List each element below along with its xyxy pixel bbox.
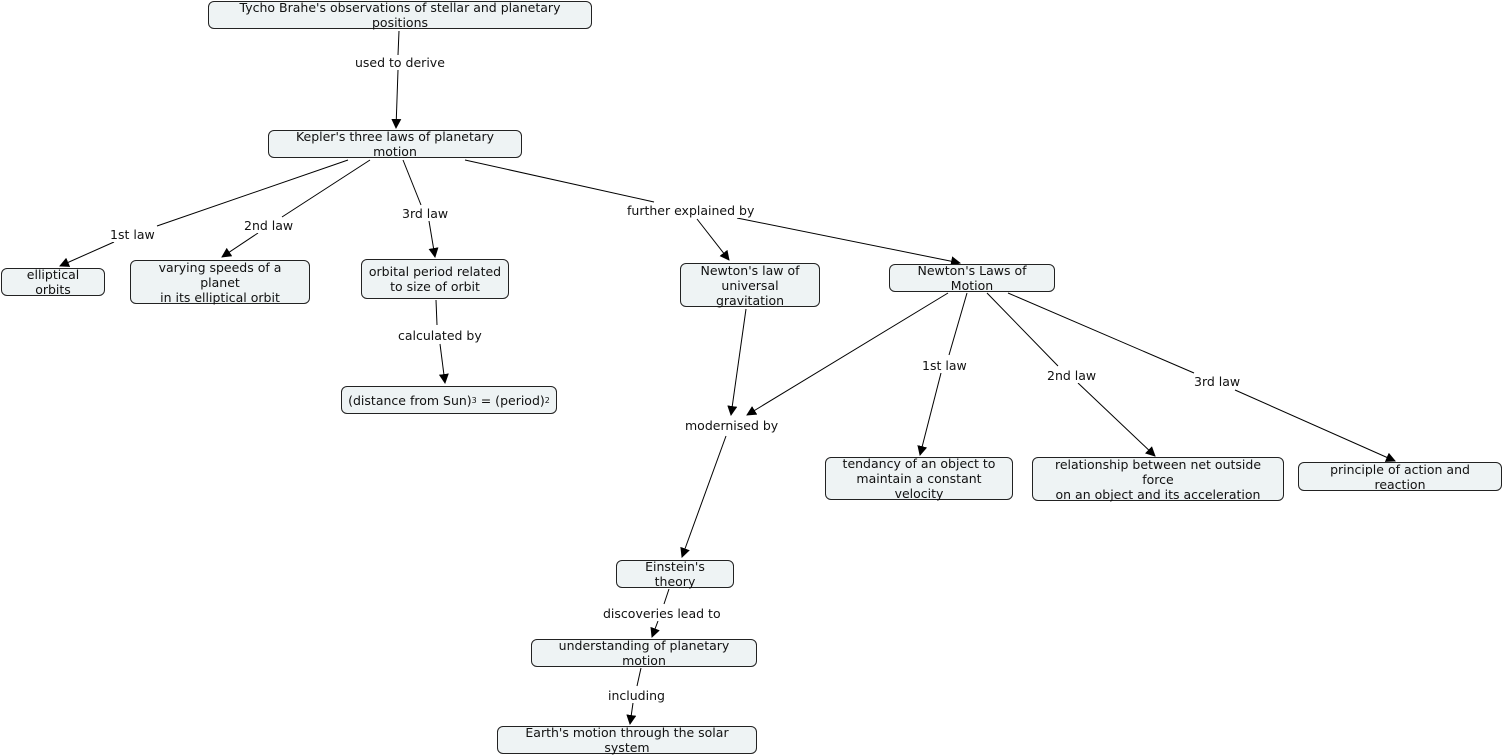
link-including: including [606,688,667,703]
edge-2nd-speeds [221,232,259,258]
link-used-to-derive: used to derive [353,55,447,70]
node-tendency-constant-velocity[interactable]: tendancy of an object to maintain a cons… [825,456,1013,501]
link-further-explained-by: further explained by [625,203,757,218]
edge-period-calculated [435,299,438,326]
edge-3rd-period [428,220,439,258]
edge-motion-1st [948,292,968,356]
edge-calculated-formula [438,343,449,384]
node-tycho-observations[interactable]: Tycho Brahe's observations of stellar an… [208,0,592,30]
node-elliptical-orbits[interactable]: elliptical orbits [1,267,105,297]
formula-distance-text: (distance from Sun) [348,392,472,408]
edge-modernised-einstein [680,435,727,558]
node-kepler-laws[interactable]: Kepler's three laws of planetary motion [268,129,522,159]
node-newton-laws-of-motion[interactable]: Newton's Laws of Motion [889,263,1055,293]
edge-further-motion [736,217,961,267]
edge-motion-3rd [1007,292,1195,374]
edge-understanding-including [636,667,642,687]
edge-motion-2nd [986,292,1059,367]
link-newton-1st-law: 1st law [920,358,969,373]
node-earth-motion[interactable]: Earth's motion through the solar system [497,725,757,755]
edge-kepler-2nd [281,159,371,218]
node-newton-gravitation[interactable]: Newton's law of universal gravitation [680,263,820,308]
edge-further-gravitation [696,218,730,261]
link-newton-2nd-law: 2nd law [1045,368,1099,383]
link-kepler-1st-law: 1st law [108,227,157,242]
link-modernised-by: modernised by [683,418,781,433]
edge-kepler-further [464,159,655,203]
node-distance-period-formula[interactable]: (distance from Sun)3 = (period)2 [341,386,557,414]
edge-including-earth [626,702,637,725]
link-discoveries-lead-to: discoveries lead to [601,606,723,621]
formula-exponent-3: 3 [471,395,477,405]
edge-1st-tendency [917,372,942,456]
node-einstein-theory[interactable]: Einstein's theory [616,559,734,589]
edge-3rd-action [1234,389,1396,462]
edge-einstein-discoveries [663,588,670,605]
edge-gravitation-modernised [727,308,747,416]
edge-2nd-relationship [1077,382,1156,457]
formula-period-text: = (period) [476,392,545,408]
node-orbital-period[interactable]: orbital period related to size of orbit [361,259,509,299]
edge-tycho-label [397,30,400,56]
node-action-reaction[interactable]: principle of action and reaction [1298,462,1502,492]
edge-discoveries-understanding [650,620,660,638]
node-force-acceleration[interactable]: relationship between net outside force o… [1032,457,1284,502]
edge-kepler-3rd [402,159,422,206]
link-kepler-2nd-law: 2nd law [242,218,296,233]
edge-motion-modernised [746,292,949,416]
formula-exponent-2: 2 [544,395,550,405]
edge-label-kepler [391,69,402,129]
edge-1st-elliptical [59,241,115,267]
edge-kepler-1st [156,159,349,227]
link-kepler-3rd-law: 3rd law [400,206,451,221]
node-understanding-planetary-motion[interactable]: understanding of planetary motion [531,638,757,668]
node-varying-speeds[interactable]: varying speeds of a planet in its ellipt… [130,260,310,305]
link-newton-3rd-law: 3rd law [1192,374,1243,389]
link-calculated-by: calculated by [396,328,484,343]
